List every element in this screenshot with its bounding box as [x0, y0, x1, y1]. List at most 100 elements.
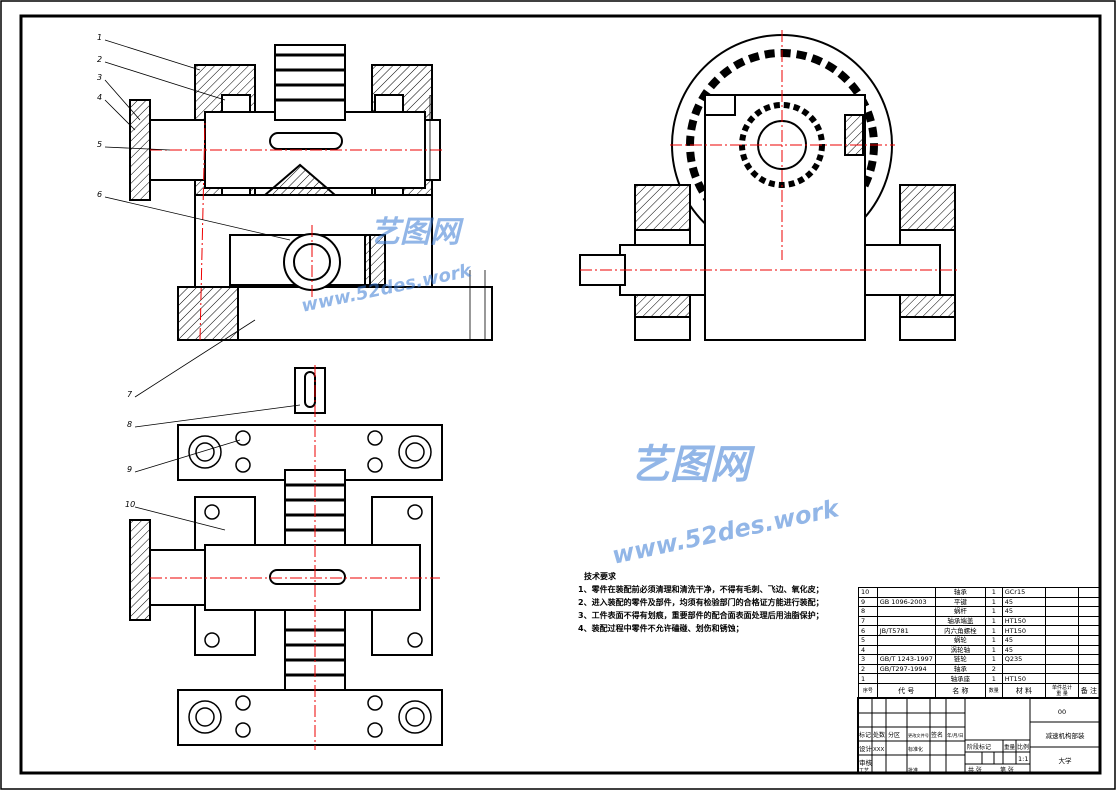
- drawing-number: 00: [1058, 708, 1066, 716]
- cell-empty: [1045, 615, 1079, 627]
- technical-requirements: 技术要求 1、零件在装配前必须清理和清洗干净，不得有毛刺、飞边、氧化皮； 2、进…: [578, 570, 824, 635]
- header-name: 名 称: [934, 682, 986, 699]
- requirement-item: 4、装配过程中零件不允许磕碰、划伤和锈蚀；: [578, 624, 744, 633]
- part-label: 4: [97, 93, 102, 102]
- cell-empty: [1077, 634, 1101, 646]
- cell-qty: 1: [984, 606, 1003, 617]
- cell-material: [1001, 663, 1047, 675]
- scale-value: 1:1: [1018, 755, 1028, 763]
- cell-code: [876, 634, 936, 646]
- header-code: 代 号: [876, 682, 936, 699]
- cell-empty: [1045, 644, 1079, 656]
- cell-name: 蜗杆: [934, 606, 986, 617]
- cell-name: 链轮: [934, 654, 986, 665]
- cell-empty: [1077, 587, 1101, 598]
- drawing-name: 减速机构部装: [1046, 731, 1086, 740]
- requirement-item: 3、工件表面不得有划痕，重要部件的配合面表面处理后用油脂保护；: [578, 611, 824, 620]
- inner-frame: [19, 14, 1102, 775]
- cell-name: 轴承端盖: [934, 615, 986, 627]
- cell-material: 45: [1001, 596, 1047, 608]
- cell-qty: 1: [984, 634, 1003, 646]
- watermark-logo: 艺图网: [630, 445, 750, 485]
- cell-no: 5: [858, 634, 878, 646]
- part-label: 8: [127, 420, 132, 429]
- cell-empty: [1077, 615, 1101, 627]
- label: 共 张: [968, 766, 982, 774]
- cell-no: 9: [858, 596, 878, 608]
- cell-material: 45: [1001, 606, 1047, 617]
- label: 标准化: [908, 746, 923, 753]
- parts-list-header: 序号 代 号 名 称 数量 材 料 单件总计重 量 备 注: [858, 682, 1101, 699]
- cell-no: 3: [858, 654, 878, 665]
- cell-code: [876, 615, 936, 627]
- label: 设计: [859, 744, 873, 753]
- label: 阶段标记: [967, 743, 991, 751]
- label: 年/月/日: [947, 732, 964, 739]
- part-label: 2: [97, 55, 102, 64]
- cell-no: 6: [858, 625, 878, 636]
- cell-empty: [1077, 654, 1101, 665]
- cell-no: 7: [858, 615, 878, 627]
- cell-qty: 1: [984, 615, 1003, 627]
- cell-no: 2: [858, 663, 878, 675]
- cell-code: GB 1096-2003: [876, 596, 936, 608]
- cell-qty: 1: [984, 587, 1003, 598]
- label: 签名: [931, 731, 943, 739]
- cell-empty: [1045, 625, 1079, 636]
- cell-empty: [1045, 596, 1079, 608]
- cell-empty: [1077, 644, 1101, 656]
- cell-no: 8: [858, 606, 878, 617]
- requirement-item: 1、零件在装配前必须清理和清洗干净，不得有毛刺、飞边、氧化皮；: [578, 585, 824, 594]
- cell-qty: 1: [984, 644, 1003, 656]
- title-block-text: 00 减速机构部装 大学 标记 处数 分区 更改文件号 签名 年/月/日 设计 …: [859, 708, 1085, 774]
- header-total: 总计: [1062, 684, 1073, 691]
- cell-material: 45: [1001, 644, 1047, 656]
- cell-qty: 1: [984, 654, 1003, 665]
- front-view: [129, 44, 493, 341]
- cell-empty: [1077, 663, 1101, 675]
- cell-name: 涡轮轴: [934, 644, 986, 656]
- cell-name: 内六角螺栓: [934, 625, 986, 636]
- cell-code: [876, 587, 936, 598]
- side-view: [579, 30, 960, 341]
- header-qty: 数量: [984, 682, 1003, 699]
- requirements-title: 技术要求: [584, 572, 616, 581]
- header-no: 序号: [858, 682, 878, 699]
- header-remark: 备 注: [1077, 682, 1101, 699]
- cell-material: GCr15: [1001, 587, 1047, 598]
- cell-empty: [1045, 654, 1079, 665]
- cell-empty: [1077, 673, 1101, 684]
- header-unit: 单件: [1052, 684, 1063, 691]
- cell-material: Q235: [1001, 654, 1047, 665]
- label: 批准: [908, 767, 918, 774]
- cell-code: JB/T5781: [876, 625, 936, 636]
- cell-code: [876, 644, 936, 656]
- cell-no: 1: [858, 673, 878, 684]
- cell-qty: 1: [984, 625, 1003, 636]
- header-weight-label: 重 量: [1056, 690, 1068, 697]
- label: 分区: [888, 731, 900, 739]
- label: 审核: [859, 758, 873, 767]
- part-label: 6: [97, 190, 102, 199]
- header-material: 材 料: [1001, 682, 1047, 699]
- cell-no: 4: [858, 644, 878, 656]
- part-label: 5: [97, 140, 102, 149]
- cell-name: 轴承: [934, 663, 986, 675]
- cell-empty: [1077, 596, 1101, 608]
- cell-name: 蜗轮: [934, 634, 986, 646]
- cell-qty: 1: [984, 673, 1003, 684]
- watermark-logo-text: 艺图网: [630, 442, 750, 488]
- cell-code: GB/T 1243-1997: [876, 654, 936, 665]
- label: 标记: [859, 731, 871, 739]
- label: 处数: [873, 731, 885, 739]
